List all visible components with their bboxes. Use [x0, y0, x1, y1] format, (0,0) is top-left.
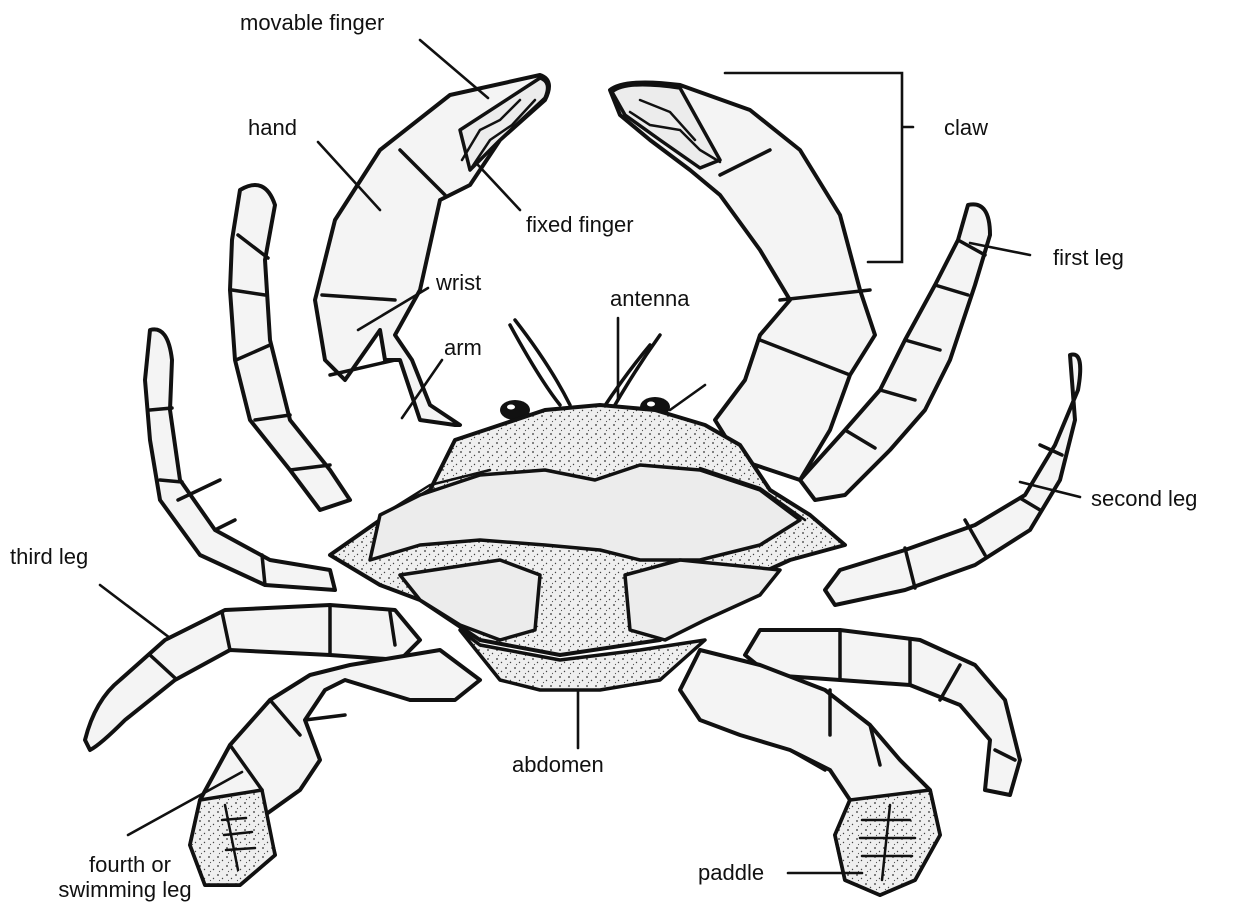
- antenna-label: antenna: [610, 286, 690, 312]
- antennae: [510, 320, 660, 410]
- abdomen-label: abdomen: [512, 752, 604, 778]
- fourth-leg-label-line2: swimming leg: [20, 877, 230, 903]
- paddle-label: paddle: [698, 860, 764, 886]
- right-swimming-leg: [680, 650, 940, 895]
- first-leg-label: first leg: [1053, 245, 1124, 271]
- wrist-label: wrist: [436, 270, 481, 296]
- right-second-leg: [825, 354, 1080, 605]
- hand-label: hand: [248, 115, 297, 141]
- fourth-leg-label-line1: fourth or: [50, 852, 210, 878]
- second-leg-label: second leg: [1091, 486, 1197, 512]
- left-swimming-leg: [190, 650, 480, 885]
- third-leg-label: third leg: [10, 544, 88, 570]
- fixed-finger-leader: [478, 165, 520, 210]
- eye-leader: [670, 385, 705, 410]
- arm-label: arm: [444, 335, 482, 361]
- movable-finger-label: movable finger: [240, 10, 384, 36]
- movable-finger-leader: [420, 40, 488, 98]
- claw-label: claw: [944, 115, 988, 141]
- third-leg-leader: [100, 585, 170, 638]
- fixed-finger-label: fixed finger: [526, 212, 634, 238]
